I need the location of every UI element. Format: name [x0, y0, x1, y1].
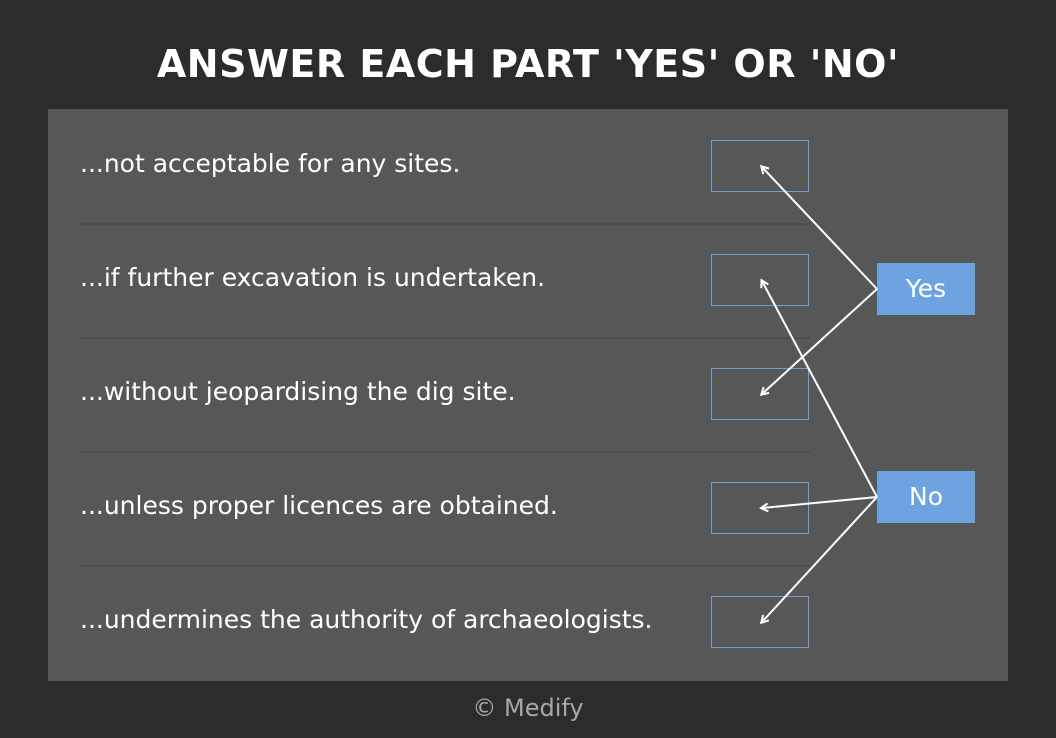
statement-3: ...without jeopardising the dig site.	[80, 377, 516, 406]
statement-5: ...undermines the authority of archaeolo…	[80, 605, 653, 634]
copyright-footer: © Medify	[472, 694, 584, 722]
statement-1: ...not acceptable for any sites.	[80, 149, 461, 178]
yes-option[interactable]: Yes	[877, 263, 975, 315]
question-panel: ...not acceptable for any sites. ...if f…	[48, 109, 1008, 681]
answer-box-5[interactable]	[711, 596, 809, 648]
row-divider	[80, 223, 810, 225]
page-title: ANSWER EACH PART 'YES' OR 'NO'	[156, 42, 900, 86]
answer-box-2[interactable]	[711, 254, 809, 306]
answer-box-3[interactable]	[711, 368, 809, 420]
statement-4: ...unless proper licences are obtained.	[80, 491, 558, 520]
statement-2: ...if further excavation is undertaken.	[80, 263, 546, 292]
no-option[interactable]: No	[877, 471, 975, 523]
answer-box-1[interactable]	[711, 140, 809, 192]
row-divider	[80, 337, 810, 339]
row-divider	[80, 451, 810, 453]
row-divider	[80, 565, 810, 567]
answer-box-4[interactable]	[711, 482, 809, 534]
